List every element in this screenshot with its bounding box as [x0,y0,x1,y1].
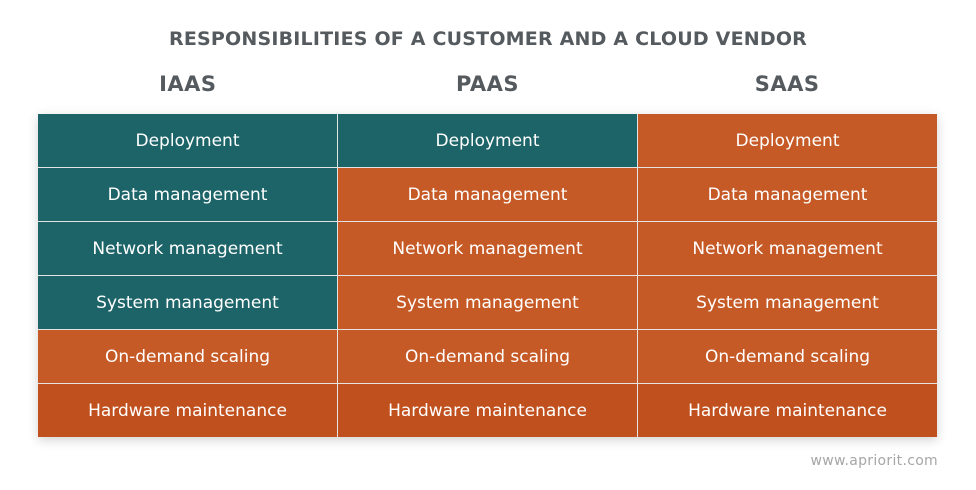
cell-saas-data-management: Data management [638,168,937,221]
cell-paas-hardware-maintenance: Hardware maintenance [338,384,637,437]
column-header-iaas: IAAS [159,72,217,96]
cell-iaas-network-management: Network management [38,222,337,275]
cell-saas-deployment: Deployment [638,114,937,167]
column-header-saas: SAAS [754,72,820,96]
cell-iaas-system-management: System management [38,276,337,329]
column-headers: IAAS PAAS SAAS [38,72,937,96]
website-watermark: www.apriorit.com [810,453,938,469]
cell-paas-system-management: System management [338,276,637,329]
cell-paas-network-management: Network management [338,222,637,275]
cell-saas-network-management: Network management [638,222,937,275]
cell-iaas-deployment: Deployment [38,114,337,167]
cell-paas-data-management: Data management [338,168,637,221]
cell-saas-hardware-maintenance: Hardware maintenance [638,384,937,437]
column-header-paas: PAAS [455,72,520,96]
cell-paas-on-demand-scaling: On-demand scaling [338,330,637,383]
cell-paas-deployment: Deployment [338,114,637,167]
diagram-title: RESPONSIBILITIES OF A CUSTOMER AND A CLO… [168,28,807,50]
cell-saas-system-management: System management [638,276,937,329]
responsibility-grid: Deployment Deployment Deployment Data ma… [38,114,937,437]
cell-iaas-hardware-maintenance: Hardware maintenance [38,384,337,437]
cell-iaas-on-demand-scaling: On-demand scaling [38,330,337,383]
cell-iaas-data-management: Data management [38,168,337,221]
cell-saas-on-demand-scaling: On-demand scaling [638,330,937,383]
